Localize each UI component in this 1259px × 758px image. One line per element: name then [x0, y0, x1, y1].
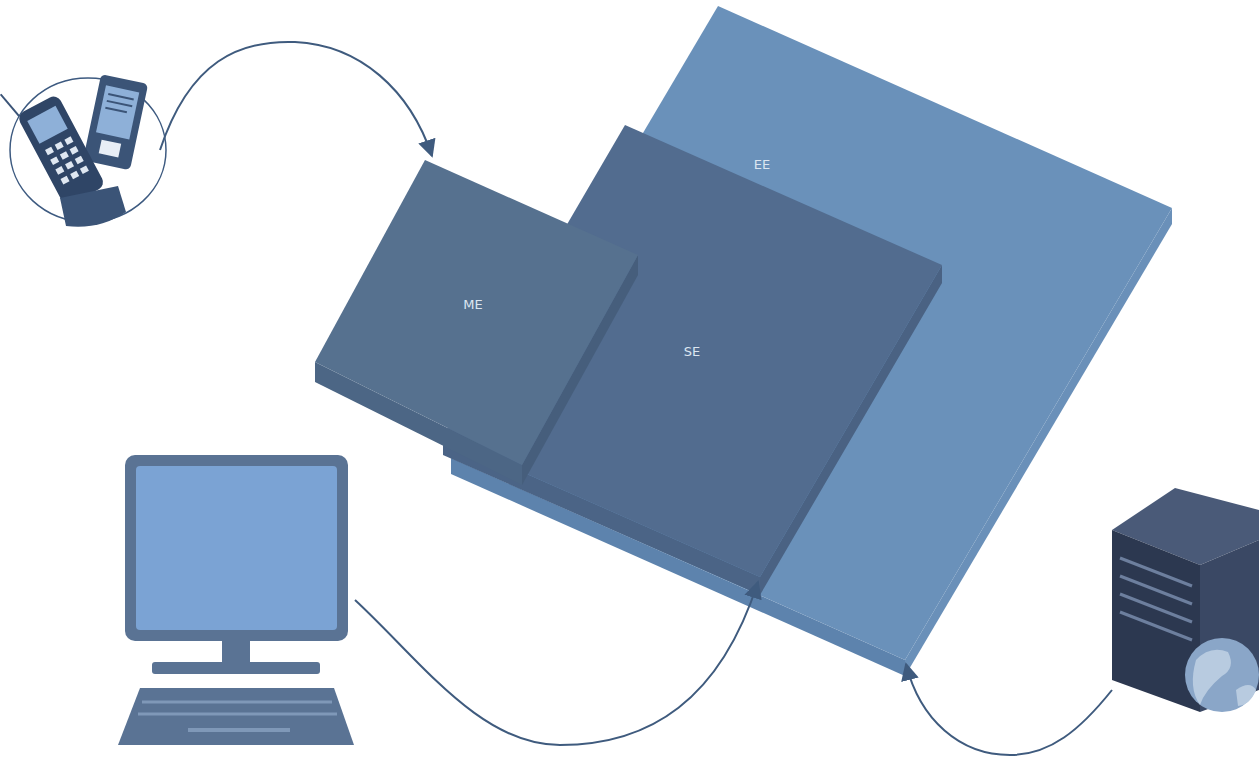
- platform-slab: ME: [315, 160, 638, 485]
- drive-bay: [1120, 612, 1192, 640]
- server-side: [1200, 540, 1259, 712]
- monitor-screen: [136, 466, 337, 630]
- phone-key: [80, 166, 89, 175]
- mobile-devices-icon: [1, 71, 166, 227]
- device-cradle: [60, 186, 126, 227]
- flow-arrow: [160, 42, 432, 156]
- phone-key: [70, 146, 79, 155]
- desktop-computer-icon: [118, 455, 354, 745]
- phone-key: [55, 142, 64, 151]
- phone-key: [70, 171, 79, 180]
- flow-arrow: [906, 664, 1112, 755]
- drive-bay: [1120, 558, 1192, 586]
- pda-line: [107, 101, 132, 106]
- drive-bay: [1120, 594, 1192, 622]
- monitor-base: [152, 662, 320, 674]
- pda-screen: [96, 85, 139, 139]
- keyboard-row: [138, 713, 337, 716]
- flow-arrow: [355, 582, 758, 745]
- monitor-frame: [125, 455, 348, 641]
- pda-device: [83, 74, 148, 170]
- drive-bay: [1120, 576, 1192, 604]
- platform-label: ME: [463, 297, 482, 313]
- globe-land: [1193, 650, 1231, 705]
- device-circle: [10, 78, 166, 222]
- pda-button: [99, 140, 121, 158]
- phone-key: [55, 166, 64, 175]
- server-top: [1112, 488, 1259, 565]
- keyboard-spacebar: [188, 728, 290, 732]
- pda-body: [83, 74, 148, 170]
- phone-antenna: [1, 91, 19, 119]
- mobile-phone: [1, 71, 106, 209]
- slab-top-face: [315, 160, 638, 465]
- phone-body: [16, 94, 105, 207]
- keyboard-row: [142, 701, 332, 704]
- phone-key: [45, 147, 54, 156]
- phone-keypad: [45, 136, 89, 184]
- phone-key: [75, 156, 84, 165]
- globe-land: [1236, 685, 1256, 706]
- globe: [1185, 638, 1259, 712]
- phone-screen: [27, 106, 67, 144]
- slab-outline: [315, 160, 638, 485]
- pda-line: [108, 94, 133, 99]
- server-front: [1112, 530, 1200, 712]
- phone-key: [60, 176, 69, 185]
- platform-label: SE: [684, 344, 700, 360]
- server-icon: [1112, 488, 1259, 712]
- phone-key: [65, 161, 74, 170]
- phone-key: [64, 136, 73, 145]
- phone-key: [50, 156, 59, 165]
- pda-line: [105, 108, 127, 113]
- server-side: [1200, 540, 1259, 712]
- monitor-neck: [222, 641, 250, 663]
- keyboard: [118, 688, 354, 745]
- phone-key: [60, 151, 69, 160]
- platform-label: EE: [754, 157, 770, 173]
